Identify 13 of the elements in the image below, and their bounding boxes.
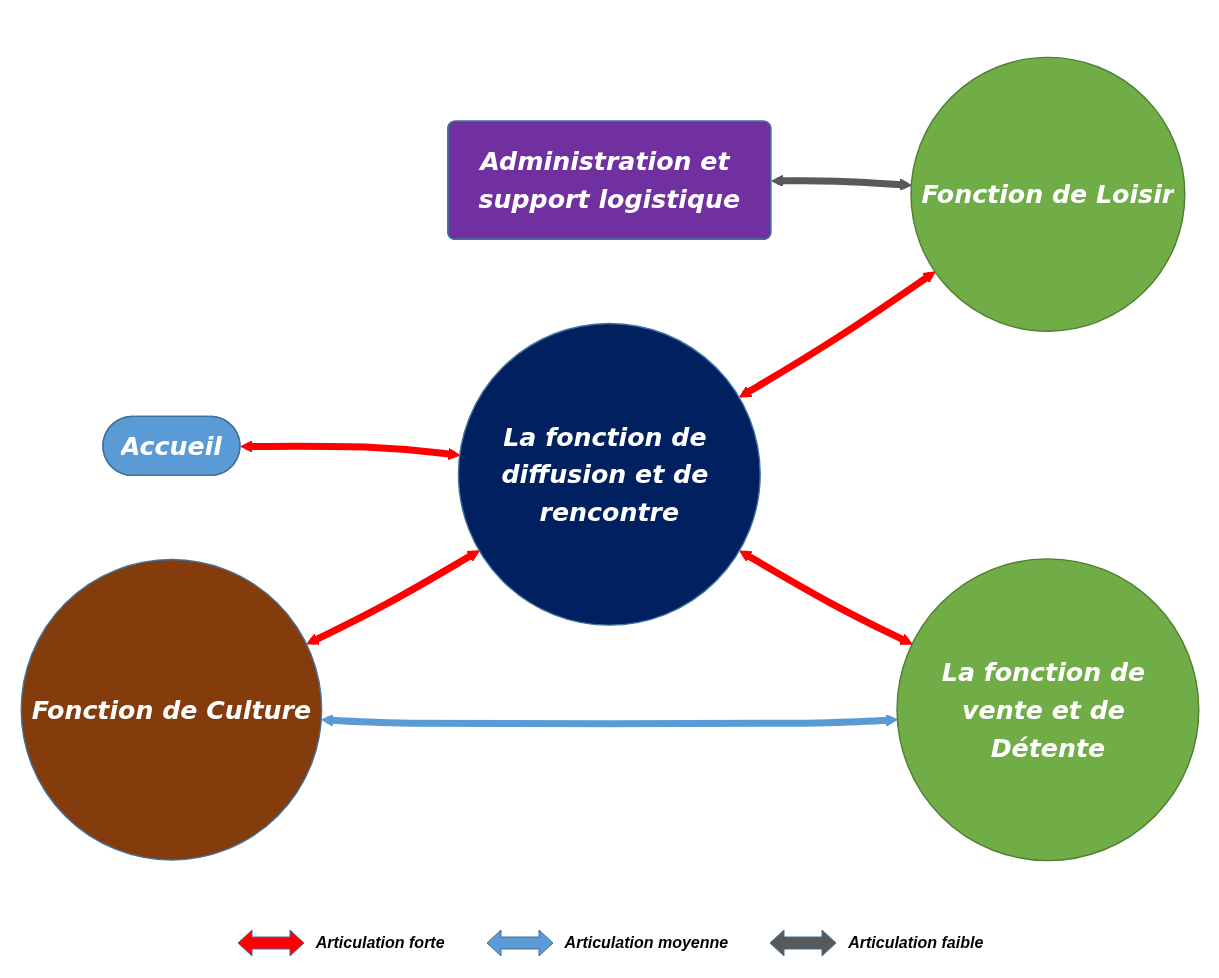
arrow: [306, 550, 480, 645]
arrow: [738, 550, 913, 645]
node-circle: Fonction de Loisir: [909, 56, 1185, 332]
node-circle: La fonction de diffusion et de rencontre: [457, 322, 761, 626]
arrow: [240, 440, 460, 461]
arrow: [738, 271, 936, 398]
legend-text: Articulation faible: [848, 934, 984, 952]
legend-text: Articulation forte: [315, 934, 445, 952]
arrow: [770, 174, 912, 191]
node-circle: Fonction de Culture: [20, 558, 322, 861]
arrow: [320, 714, 898, 728]
node-circle: La fonction de vente et de Détente: [895, 558, 1199, 862]
legend-text: Articulation moyenne: [564, 934, 729, 952]
